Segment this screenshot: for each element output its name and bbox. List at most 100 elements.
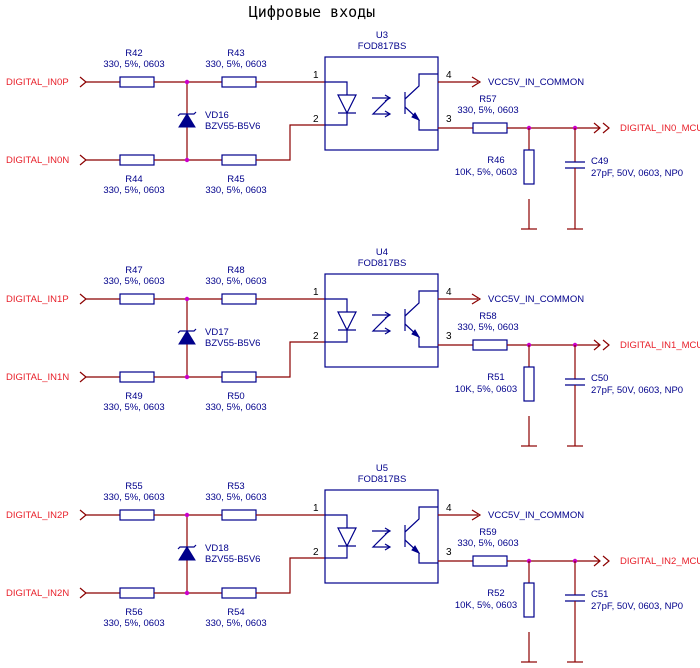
resistor-n1-ref: R49	[125, 391, 142, 402]
opto-ref: U5	[376, 463, 388, 474]
channel-1: DIGITAL_IN1P DIGITAL_IN1N R47 330, 5%, 0603…	[6, 247, 700, 447]
resistor-pulldown-value: 10K, 5%, 0603	[455, 600, 517, 611]
resistor-n2	[221, 587, 257, 599]
resistor-series-value: 330, 5%, 0603	[457, 105, 518, 116]
opto-value: FOD817BS	[358, 258, 407, 269]
resistor-n1-value: 330, 5%, 0603	[103, 185, 164, 196]
resistor-n2	[221, 371, 257, 383]
light-arrow-head-1	[384, 94, 392, 102]
output-arrow-1	[593, 122, 601, 134]
resistor-p1	[119, 76, 155, 88]
junction-dot	[184, 374, 190, 380]
resistor-series-ref: R58	[479, 311, 496, 322]
transistor-arrow	[411, 329, 421, 339]
wire-n3	[256, 557, 325, 594]
resistor-pulldown-ref: R51	[487, 372, 504, 383]
transistor-collector	[404, 73, 438, 100]
opto-value: FOD817BS	[358, 41, 407, 52]
led-wire-top	[325, 514, 348, 528]
resistor-n1	[119, 587, 155, 599]
resistor-p1	[119, 509, 155, 521]
led-wire-bottom	[325, 113, 348, 126]
zener-value: BZV55-B5V6	[205, 338, 260, 349]
resistor-n2-ref: R54	[227, 607, 244, 618]
resistor-pulldown-value: 10K, 5%, 0603	[455, 384, 517, 395]
led-wire-top	[325, 81, 348, 95]
input-n-arrow	[79, 154, 87, 166]
light-arrows	[371, 530, 391, 548]
light-arrow-head-2	[384, 543, 392, 551]
resistor-p2	[221, 509, 257, 521]
capacitor-ref: C51	[591, 589, 608, 600]
zener-ref: VD18	[205, 543, 229, 554]
resistor-p1-ref: R55	[125, 481, 142, 492]
led-wire-bottom	[325, 330, 348, 343]
led-triangle	[337, 527, 357, 548]
transistor-emitter	[404, 539, 438, 564]
pin-1-label: 1	[313, 503, 319, 514]
resistor-pulldown	[523, 582, 535, 618]
resistor-series	[472, 339, 508, 351]
junction-dot	[184, 296, 190, 302]
junction-dot	[184, 79, 190, 85]
resistor-pulldown-ref: R52	[487, 588, 504, 599]
pin-2-label: 2	[313, 331, 319, 342]
capacitor-ref: C50	[591, 373, 608, 384]
pin-1-label: 1	[313, 70, 319, 81]
resistor-series-ref: R59	[479, 527, 496, 538]
transistor-arrow	[411, 545, 421, 555]
resistor-p1	[119, 293, 155, 305]
opto-value: FOD817BS	[358, 474, 407, 485]
opto-ref: U3	[376, 30, 388, 41]
input-p-arrow	[79, 293, 87, 305]
resistor-n2-value: 330, 5%, 0603	[205, 618, 266, 629]
transistor-arrow	[411, 112, 421, 122]
zener-diode-bar	[177, 111, 197, 117]
resistor-p2-value: 330, 5%, 0603	[205, 276, 266, 287]
light-arrow-head-2	[384, 110, 392, 118]
resistor-n1-value: 330, 5%, 0603	[103, 618, 164, 629]
input-n-net-label: DIGITAL_IN1N	[6, 372, 69, 383]
light-arrow-head-1	[384, 311, 392, 319]
light-arrow-head-2	[384, 327, 392, 335]
resistor-n1-ref: R44	[125, 174, 142, 185]
vcc-arrow	[471, 293, 482, 305]
zener-diode-body	[178, 330, 196, 345]
resistor-n1	[119, 154, 155, 166]
input-p-net-label: DIGITAL_IN1P	[6, 294, 69, 305]
pin-2-label: 2	[313, 547, 319, 558]
resistor-p2	[221, 293, 257, 305]
resistor-p1-value: 330, 5%, 0603	[103, 59, 164, 70]
output-arrow-2	[602, 339, 610, 351]
pin-3-label: 3	[446, 547, 452, 558]
optocoupler-body	[324, 489, 439, 584]
input-p-arrow	[79, 76, 87, 88]
input-p-arrow	[79, 509, 87, 521]
resistor-n1-ref: R56	[125, 607, 142, 618]
transistor-emitter	[404, 106, 438, 131]
resistor-n2	[221, 154, 257, 166]
pin-3-label: 3	[446, 331, 452, 342]
led-wire-top	[325, 298, 348, 312]
resistor-n2-ref: R50	[227, 391, 244, 402]
resistor-series-ref: R57	[479, 94, 496, 105]
vcc-arrow	[471, 509, 482, 521]
resistor-p2-ref: R43	[227, 48, 244, 59]
output-net-label: DIGITAL_IN2_MCU	[620, 556, 700, 567]
resistor-n2-value: 330, 5%, 0603	[205, 185, 266, 196]
resistor-pulldown-ref: R46	[487, 155, 504, 166]
resistor-p2-value: 330, 5%, 0603	[205, 492, 266, 503]
resistor-p1-ref: R47	[125, 265, 142, 276]
zener-diode-bar	[177, 544, 197, 550]
zener-ref: VD17	[205, 327, 229, 338]
led-triangle	[337, 311, 357, 332]
input-n-net-label: DIGITAL_IN0N	[6, 155, 69, 166]
capacitor-value: 27pF, 50V, 0603, NP0	[591, 601, 683, 612]
capacitor-value: 27pF, 50V, 0603, NP0	[591, 385, 683, 396]
transistor-collector	[404, 506, 438, 533]
resistor-series	[472, 555, 508, 567]
light-arrows	[371, 314, 391, 332]
